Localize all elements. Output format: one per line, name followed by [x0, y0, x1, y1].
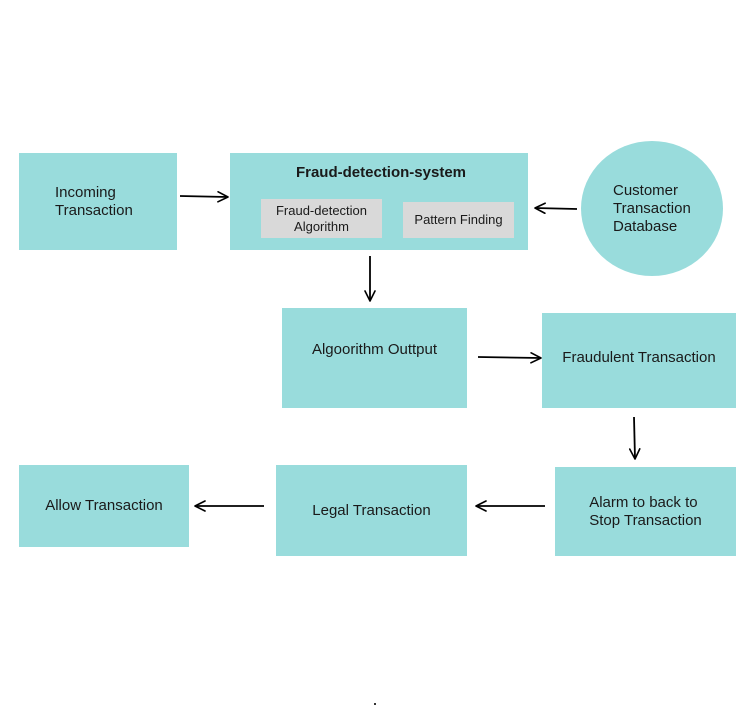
fraudulent-transaction-label: Fraudulent Transaction	[562, 349, 716, 366]
customer-transaction-database-node: Customer Transaction Database	[581, 141, 723, 276]
fraudulent-transaction-node: Fraudulent Transaction	[542, 313, 736, 408]
fraud-detection-algorithm-node: Fraud-detection Algorithm	[261, 199, 382, 238]
alarm-stop-transaction-label: Alarm to back to Stop Transaction	[589, 493, 702, 529]
alarm-stop-transaction-node: Alarm to back to Stop Transaction	[555, 467, 736, 556]
incoming-transaction-node: Incoming Transaction	[19, 153, 177, 250]
algorithm-output-node: Algoorithm Outtput	[282, 308, 467, 408]
pattern-finding-node: Pattern Finding	[403, 202, 514, 238]
algorithm-output-label: Algoorithm Outtput	[311, 341, 438, 358]
arrow-output-to-fraudulent	[477, 352, 542, 364]
arrow-fraudulent-to-alarm	[628, 416, 641, 460]
arrow-incoming-to-system	[179, 190, 229, 203]
legal-transaction-label: Legal Transaction	[312, 501, 431, 519]
allow-transaction-label: Allow Transaction	[45, 497, 163, 514]
fraud-detection-system-title: Fraud-detection-system	[295, 164, 467, 181]
stray-dot	[374, 703, 376, 705]
arrow-database-to-system	[534, 202, 578, 215]
legal-transaction-node: Legal Transaction	[276, 465, 467, 556]
allow-transaction-node: Allow Transaction	[19, 465, 189, 547]
customer-transaction-database-label: Customer Transaction Database	[613, 181, 691, 235]
incoming-transaction-label: Incoming Transaction	[55, 183, 133, 219]
